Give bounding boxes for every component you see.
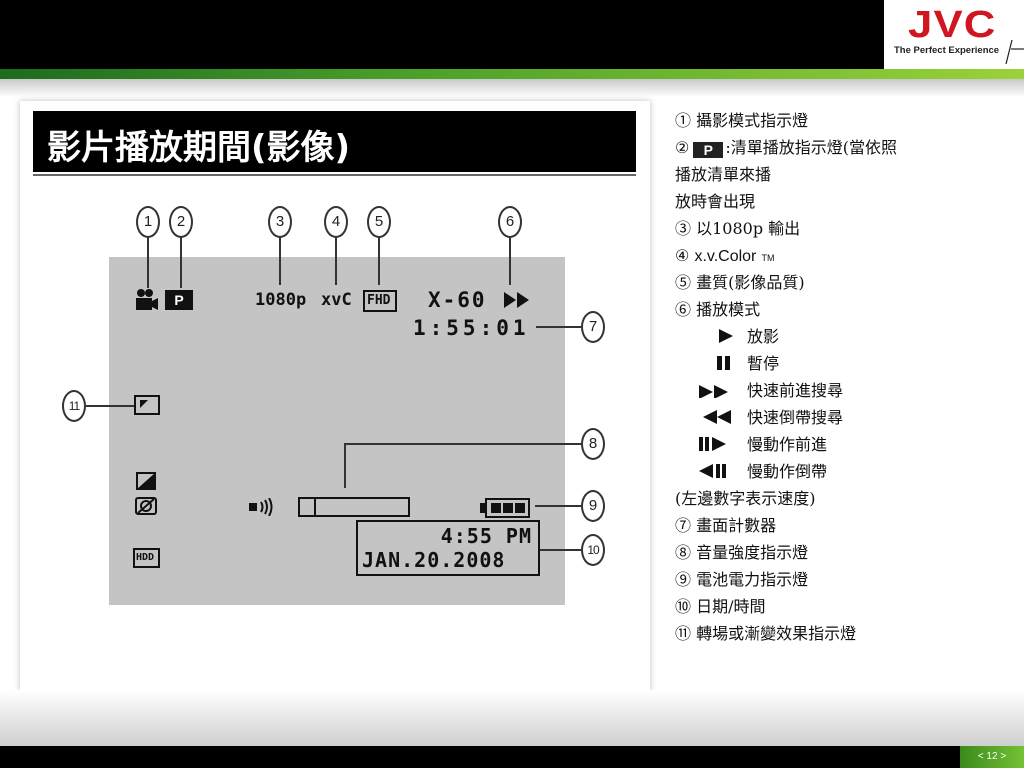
callout-6: 6 (498, 206, 522, 238)
leader-line-2b (180, 257, 182, 288)
counter-readout: 1:55:01 (413, 316, 530, 340)
gray-stripe (0, 79, 1024, 97)
jvc-logo: JVC The Perfect Experience (884, 0, 1024, 69)
mode-play: 放影 (699, 324, 779, 350)
footer-gradient (0, 690, 1024, 746)
callout-2: 2 (169, 206, 193, 238)
leader-line-5b (378, 257, 380, 285)
legend-item-4: ④ x.v.Color TM (675, 246, 775, 265)
transition-icon (134, 395, 160, 415)
slow-reverse-icon (699, 464, 726, 478)
leader-line-1b (147, 257, 149, 288)
legend-item-11: ⑪ 轉場或漸變效果指示燈 (675, 624, 857, 643)
pause-icon (717, 356, 730, 370)
leader-line-11 (86, 405, 134, 407)
legend-item-3: ③ 以1080p 輸出 (675, 219, 801, 238)
callout-11: 11 (62, 390, 86, 422)
fhd-badge: FHD (363, 290, 397, 312)
playlist-p-icon: P (165, 290, 193, 310)
play-icon (719, 329, 733, 343)
fast-forward-icon (504, 292, 529, 308)
legend-item-2-cont-1: 播放清單來播 (675, 165, 772, 184)
leader-line-4b (335, 257, 337, 285)
mode-slow-fwd: 慢動作前進 (699, 432, 827, 458)
resolution-readout: 1080p (255, 290, 307, 310)
mode-rew: 快速倒帶搜尋 (699, 405, 843, 431)
legend-item-7: ⑦ 畫面計數器 (675, 516, 777, 535)
p-mark: P (174, 292, 184, 308)
leader-line-7 (536, 326, 581, 328)
leader-line-3b (279, 257, 281, 285)
legend-item-1: ① 攝影模式指示燈 (675, 111, 809, 130)
slow-forward-icon (699, 437, 726, 451)
speaker-icon (249, 498, 273, 516)
legend-item-8: ⑧ 音量強度指示燈 (675, 543, 809, 562)
fader-icon (136, 472, 156, 490)
legend-item-2-cont-2: 放時會出現 (675, 192, 756, 211)
battery-icon (480, 498, 530, 518)
legend-item-9: ⑨ 電池電力指示燈 (675, 570, 809, 589)
slide-title-bar: 影片播放期間(影像) (33, 111, 636, 174)
green-stripe (0, 69, 1024, 79)
logo-text: JVC (908, 4, 997, 46)
hdd-badge: HDD (133, 548, 160, 568)
xvc-readout: xvC (321, 290, 352, 310)
fhd-text: FHD (367, 293, 391, 308)
header-bar (0, 0, 884, 69)
volume-level-divider (300, 499, 316, 515)
callout-5: 5 (367, 206, 391, 238)
callout-1: 1 (136, 206, 160, 238)
slide-title: 影片播放期間(影像) (47, 128, 351, 168)
legend-item-5: ⑤ 畫質(影像品質) (675, 273, 805, 292)
callout-3: 3 (268, 206, 292, 238)
p-badge-icon: P (693, 142, 724, 158)
footer-bar (0, 746, 1024, 768)
playback-speed: X-60 (428, 288, 487, 312)
leader-line-8v (344, 443, 346, 488)
rewind-icon (703, 410, 731, 424)
volume-meter (298, 497, 410, 517)
callout-4: 4 (324, 206, 348, 238)
leader-line-9 (535, 505, 581, 507)
callout-10: 10 (581, 534, 605, 566)
hdd-text: HDD (136, 552, 155, 563)
leader-line-6b (509, 257, 511, 285)
mode-ff: 快速前進搜尋 (699, 378, 843, 404)
logo-slash-icon (1005, 39, 1024, 64)
camera-mode-icon (136, 289, 158, 310)
time-readout: 4:55 PM (440, 524, 532, 548)
callout-7: 7 (581, 311, 605, 343)
mode-pause: 暫停 (699, 351, 779, 377)
legend-item-10: ⑩ 日期/時間 (675, 597, 766, 616)
leader-line-10 (540, 549, 581, 551)
leader-line-8h (344, 443, 581, 445)
speed-note: (左邊數字表示速度) (675, 489, 816, 508)
legend-item-6: ⑥ 播放模式 (675, 300, 761, 319)
mode-slow-rev: 慢動作倒帶 (699, 459, 827, 485)
fast-forward-mode-icon (699, 385, 728, 398)
effect-off-icon (135, 497, 157, 515)
date-readout: JAN.20.2008 (362, 548, 506, 572)
datetime-box: 4:55 PM JAN.20.2008 (356, 520, 540, 576)
page-number: < 12 > (960, 746, 1024, 768)
callout-9: 9 (581, 490, 605, 522)
callout-8: 8 (581, 428, 605, 460)
logo-tagline: The Perfect Experience (894, 45, 1000, 56)
